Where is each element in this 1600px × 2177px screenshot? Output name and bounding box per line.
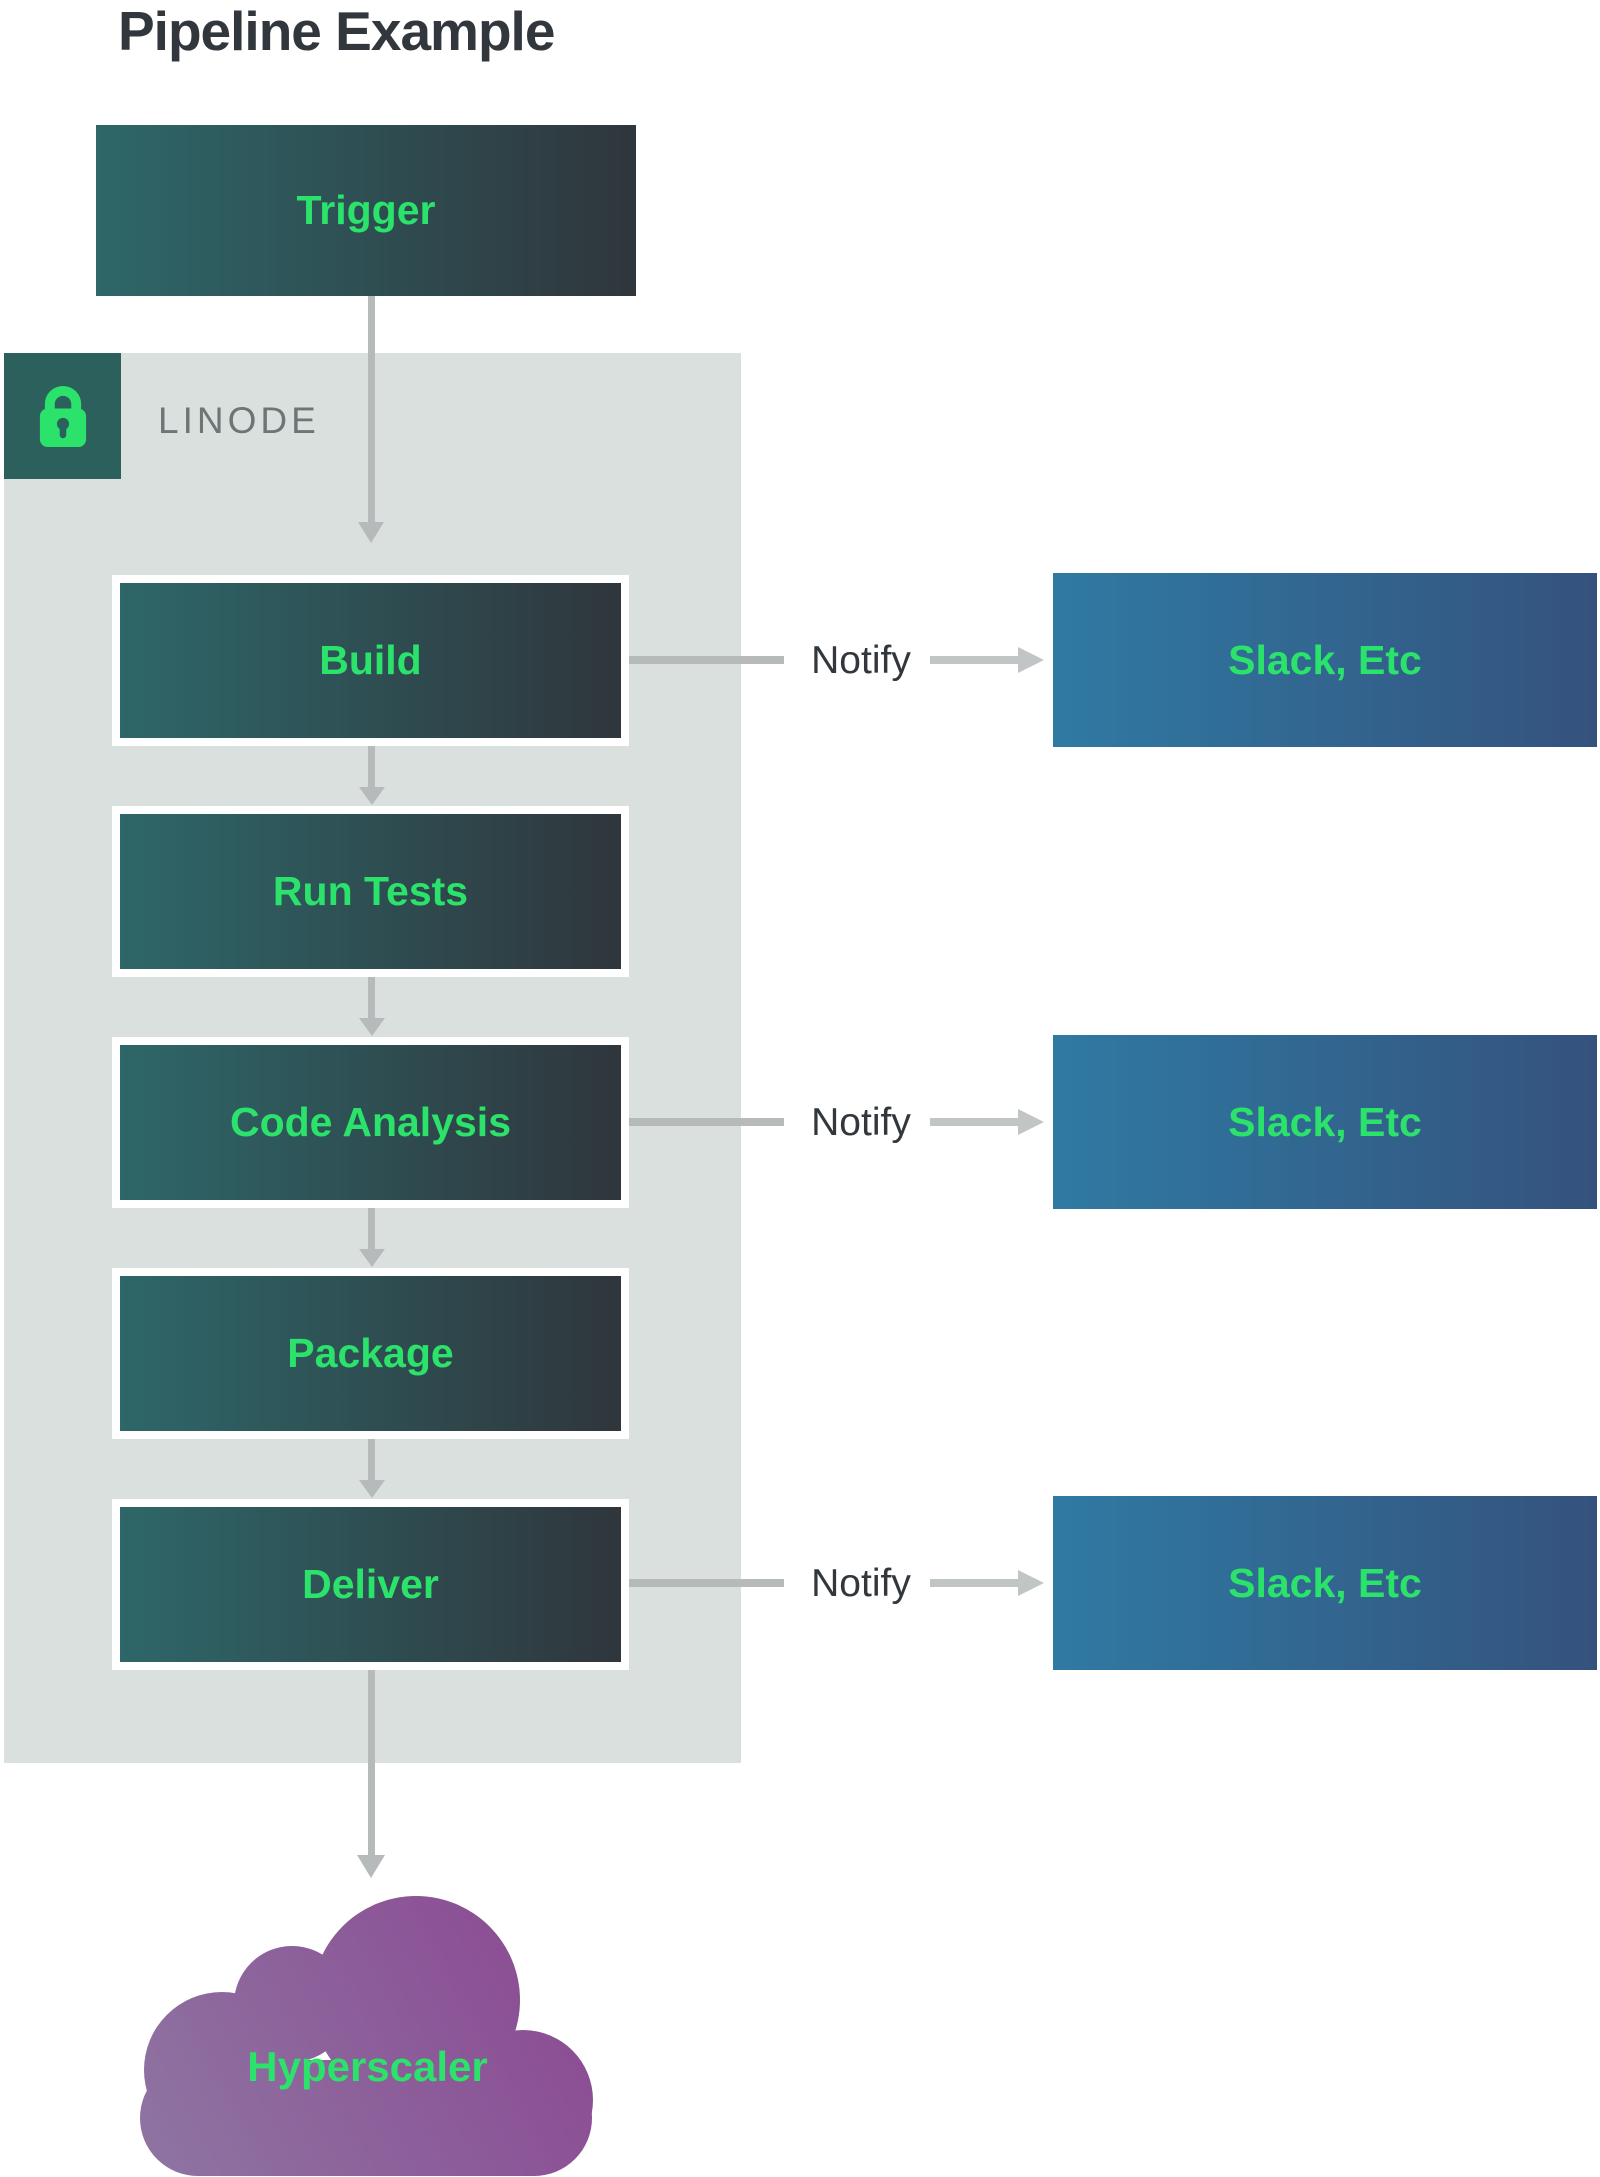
- stage-node-run-tests: Run Tests: [112, 806, 629, 977]
- stage-node-code-analysis: Code Analysis: [112, 1037, 629, 1208]
- arrow-head: [1018, 647, 1044, 673]
- arrow-shaft: [930, 1118, 1020, 1126]
- stage-node-deliver: Deliver: [112, 1499, 629, 1670]
- arrow-head: [359, 1018, 385, 1036]
- lock-badge: [4, 353, 121, 479]
- arrow-head: [1018, 1109, 1044, 1135]
- stage-label: Build: [319, 637, 422, 683]
- notify-target-label: Slack, Etc: [1228, 1098, 1422, 1145]
- arrow-shaft: [368, 977, 375, 1019]
- notify-target-node: Slack, Etc: [1053, 1035, 1597, 1209]
- notify-target-node: Slack, Etc: [1053, 1496, 1597, 1670]
- cloud-label: Hyperscaler: [247, 2043, 488, 2090]
- arrow-shaft: [368, 1439, 375, 1481]
- trigger-label: Trigger: [296, 187, 436, 233]
- arrow-shaft: [930, 1579, 1020, 1587]
- stage-label: Package: [287, 1330, 454, 1376]
- arrow-shaft: [930, 656, 1020, 664]
- arrow-head: [1018, 1570, 1044, 1596]
- trigger-node: Trigger: [96, 125, 636, 296]
- arrow-head: [358, 522, 384, 543]
- notify-target-node: Slack, Etc: [1053, 573, 1597, 747]
- arrow-head: [359, 787, 385, 805]
- stage-label: Run Tests: [272, 868, 469, 914]
- page-title: Pipeline Example: [118, 0, 555, 62]
- arrow-head: [357, 1855, 385, 1878]
- stage-label: Code Analysis: [229, 1099, 511, 1145]
- stage-label: Deliver: [302, 1561, 439, 1607]
- notify-connector-line: [629, 1579, 784, 1587]
- cloud-shape: [140, 1896, 593, 2176]
- notify-target-label: Slack, Etc: [1228, 1559, 1422, 1606]
- notify-target-label: Slack, Etc: [1228, 636, 1422, 683]
- arrow-shaft: [368, 1670, 375, 1856]
- notify-label: Notify: [811, 1101, 911, 1144]
- stage-node-build: Build: [112, 575, 629, 746]
- lock-icon: [30, 378, 96, 455]
- platform-label: LINODE: [158, 400, 320, 441]
- notify-label: Notify: [811, 639, 911, 682]
- stage-node-package: Package: [112, 1268, 629, 1439]
- arrow-shaft: [368, 1208, 375, 1250]
- notify-label: Notify: [811, 1562, 911, 1605]
- notify-connector-line: [629, 1118, 784, 1126]
- arrow-head: [359, 1480, 385, 1498]
- notify-connector-line: [629, 656, 784, 664]
- arrow-shaft: [368, 746, 375, 788]
- arrow-shaft: [368, 296, 375, 522]
- arrow-head: [359, 1249, 385, 1267]
